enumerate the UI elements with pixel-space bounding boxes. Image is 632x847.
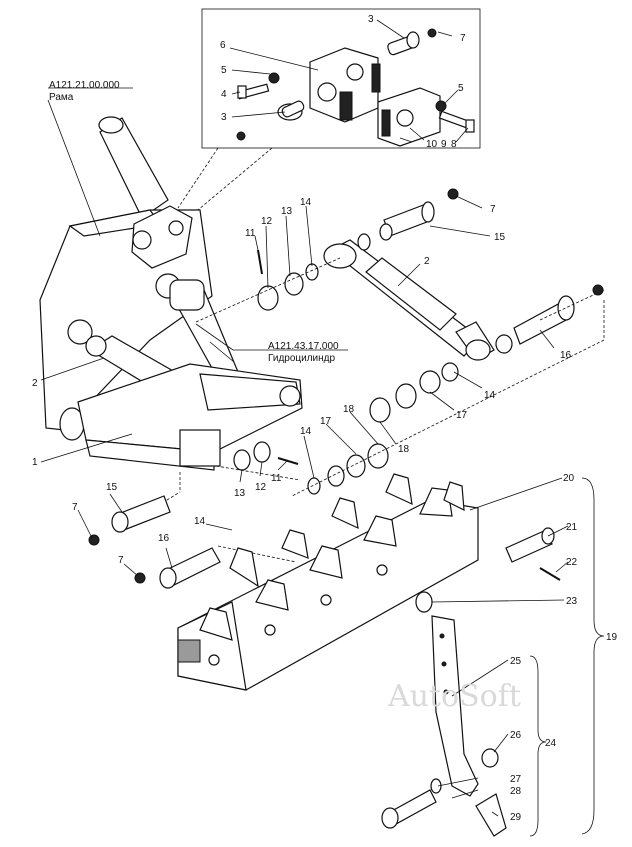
frame-ref-name: Рама [49,92,74,103]
part-label: 7 [72,502,78,513]
cylinder-ref-code: А121.43.17.000 [268,341,339,352]
part-label: 19 [606,632,618,643]
washers-lower [233,334,513,495]
inset-link-lines [177,147,273,221]
group-bracket-19 [581,477,605,835]
part-label: 23 [566,596,578,607]
part-label: 17 [456,410,468,421]
inset-plate [377,87,441,147]
part-label: 14 [300,426,312,437]
axis-lines [153,257,605,563]
part-label: 5 [458,83,464,94]
leader-lines [40,87,569,817]
part-label: 14 [484,390,496,401]
inset-frame [201,8,481,149]
part-label: 26 [510,730,522,741]
part-label: 17 [320,416,332,427]
part-label: 16 [158,533,170,544]
part-label: 9 [441,139,447,150]
part-label: 14 [300,197,312,208]
part-label: 13 [234,488,246,499]
part-label: 3 [221,112,227,123]
part-label: 14 [194,516,206,527]
watermark: AutoSoft [387,679,521,714]
part-label: 11 [245,228,256,239]
frame-ref-code: А121.21.00.000 [49,80,120,91]
part-label: 18 [343,404,355,415]
part-label: 7 [460,33,466,44]
part-label: 15 [106,482,118,493]
pin-21 [505,527,555,563]
part-label: 18 [398,444,410,455]
part-label: 25 [510,656,522,667]
washer-23 [415,591,433,613]
part-label: 21 [566,522,578,533]
part-label: 8 [451,139,457,150]
washers-upper [257,223,393,311]
hydraulic-cylinder [323,239,495,361]
part-label: 3 [368,14,374,25]
part-label: 15 [494,232,506,243]
part-label: 24 [545,738,557,749]
inset-leaders [229,19,469,143]
part-number-labels: 3 7 6 5 4 3 5 10 9 8 7 15 2 11 12 13 14 … [32,14,618,823]
pin-lower-mid [134,547,221,589]
pin-lower-left [88,495,171,546]
inset-bolt-right [399,100,475,143]
bolt-27 [381,778,442,829]
frame-assembly [39,116,213,441]
tip-29 [475,793,507,837]
part-label: 1 [32,457,38,468]
part-label: 5 [221,65,227,76]
part-label: 10 [426,139,438,150]
part-label: 28 [510,786,522,797]
inset-pin-top [387,28,437,56]
inset-bolt-left [236,72,305,141]
part-label: 22 [566,557,578,568]
part-label: 7 [118,555,124,566]
part-label: 6 [220,40,226,51]
ripper-brackets [199,473,465,641]
part-label: 20 [563,473,575,484]
tine [431,615,479,797]
part-label: 2 [424,256,430,267]
beam [77,363,303,471]
part-label: 4 [221,89,227,100]
pin-right [513,284,604,345]
part-label: 12 [255,482,267,493]
cylinder-ref-name: Гидроцилиндр [268,353,335,364]
part-label: 13 [281,206,293,217]
part-label: 27 [510,774,522,785]
ripper-bar [177,473,479,691]
part-label: 11 [271,473,282,484]
group-bracket-24 [529,655,547,837]
cotter-22 [539,567,561,581]
detail-inset [201,8,481,149]
part-label: 12 [261,216,273,227]
part-label: 7 [490,204,496,215]
part-label: 2 [32,378,38,389]
washer-26 [481,748,499,768]
part-label: 29 [510,812,522,823]
part-label: 16 [560,350,572,361]
inset-bracket [309,47,381,123]
